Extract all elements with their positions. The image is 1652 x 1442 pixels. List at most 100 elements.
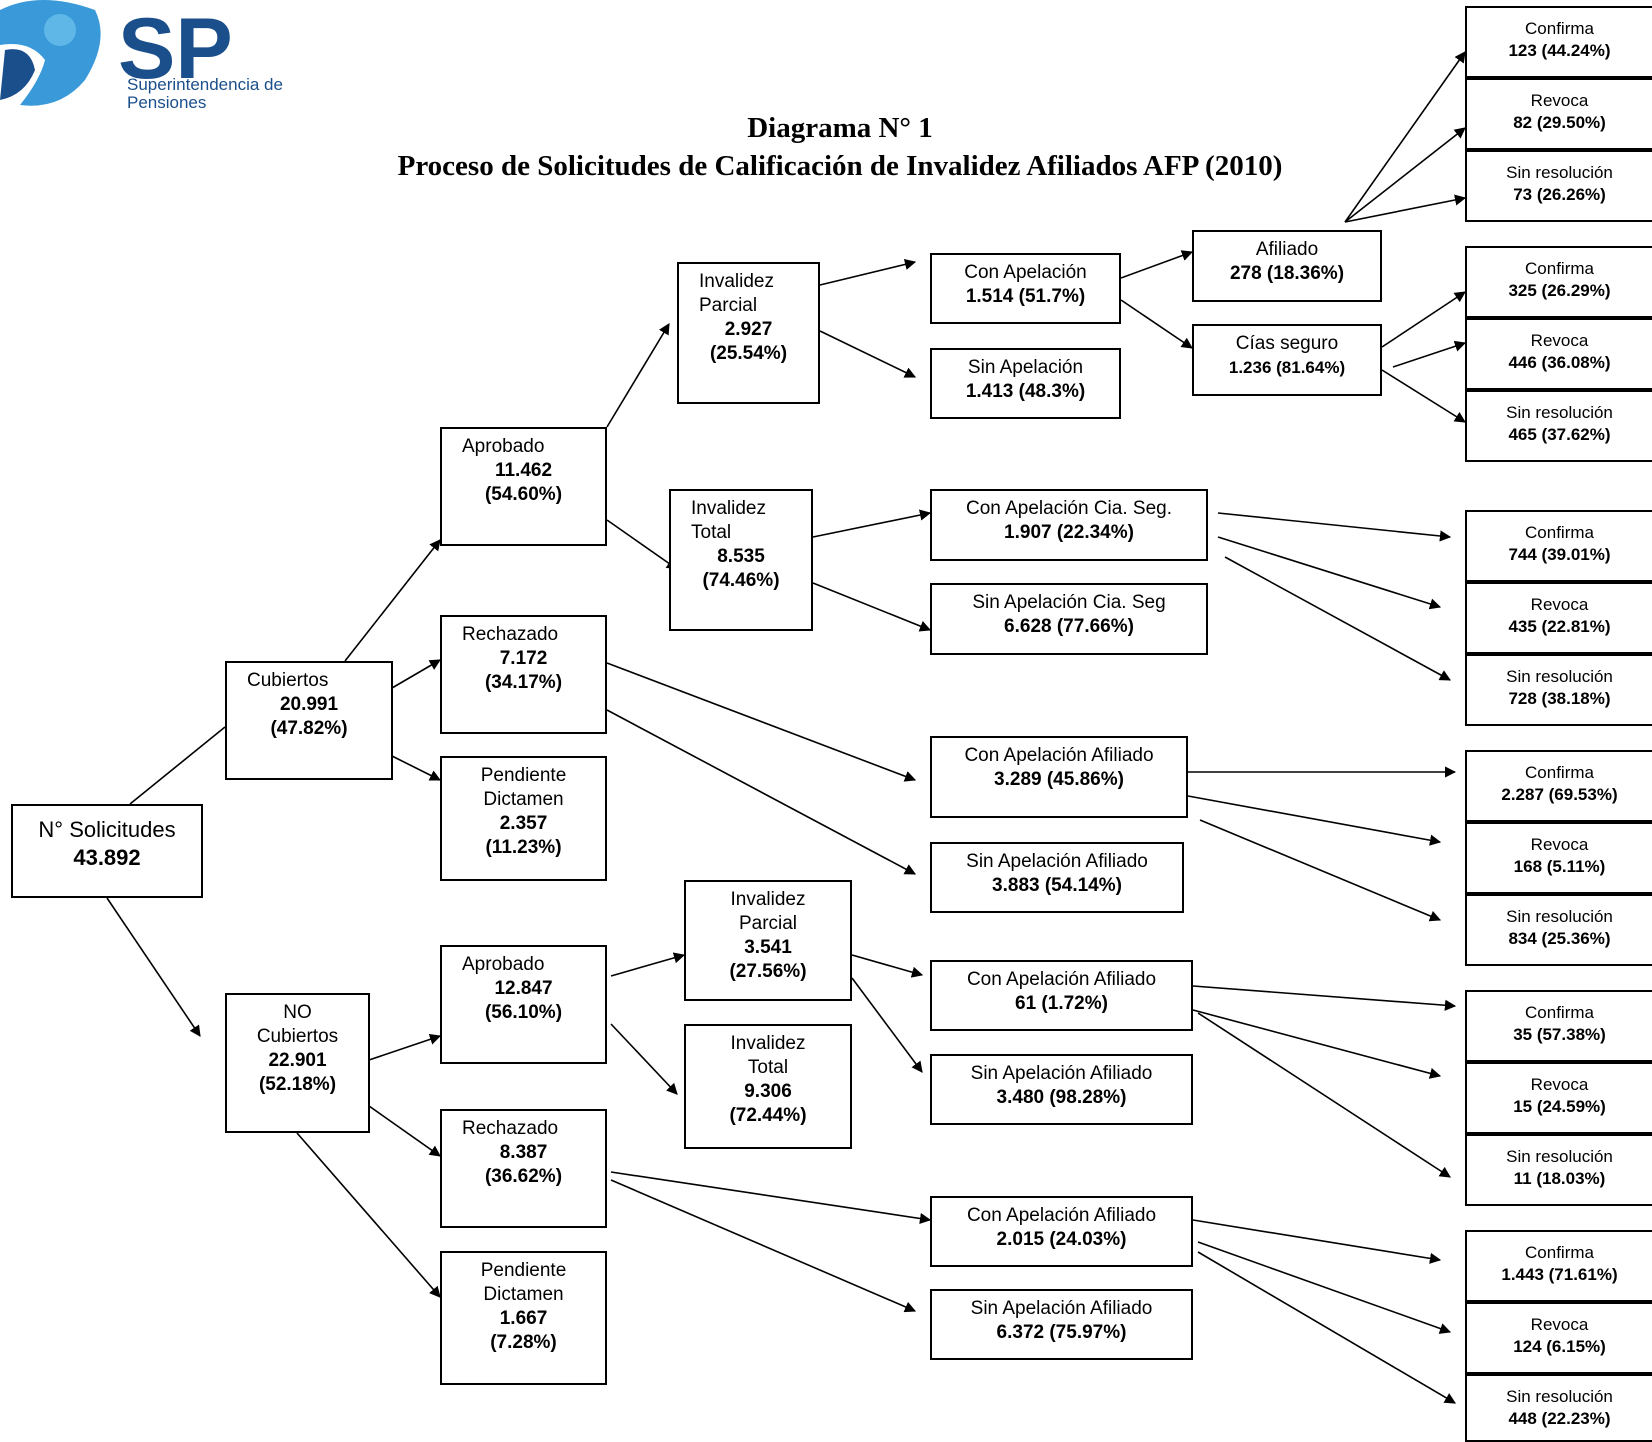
node-label: Total [691, 522, 732, 543]
leaf-value: 446 (36.08%) [1508, 353, 1611, 372]
node-nocub-pendiente: Pendiente Dictamen 1.667 (7.28%) [440, 1251, 607, 1385]
connector-arrow [851, 954, 924, 978]
node-value: 9.306 [744, 1081, 792, 1102]
node-it-con-apelacion-cia: Con Apelación Cia. Seg. 1.907 (22.34%) [930, 489, 1208, 561]
node-cr-con-apelacion: Con Apelación Afiliado 3.289 (45.86%) [930, 736, 1188, 818]
leaf-value: 728 (38.18%) [1508, 689, 1611, 708]
node-value: 7.172 [499, 648, 548, 669]
node-value: 2.357 [499, 813, 548, 834]
leaf-value: 325 (26.29%) [1508, 281, 1611, 300]
leaf-value: 2.287 (69.53%) [1501, 785, 1618, 804]
leaf-label: Revoca [1530, 1075, 1589, 1094]
leaf-value: 35 (57.38%) [1513, 1025, 1606, 1044]
leaf-label: Revoca [1530, 835, 1589, 854]
node-pct: (7.28%) [490, 1332, 557, 1353]
leaf-value: 124 (6.15%) [1513, 1337, 1606, 1356]
node-ip-con-apelacion: Con Apelación 1.514 (51.7%) [930, 253, 1121, 324]
node-pct: (27.56%) [729, 961, 807, 982]
node-cias-seguro: Cías seguro 1.236 (81.64%) [1192, 324, 1382, 396]
node-value: 3.289 (45.86%) [994, 769, 1124, 790]
connector-arrow [851, 977, 923, 1073]
logo-line2: Pensiones [127, 93, 207, 112]
node-value: 2.927 [724, 319, 773, 340]
connector-arrow [368, 1105, 441, 1157]
leaf-label: Confirma [1525, 1003, 1594, 1022]
leaf-confirma: Confirma 744 (39.01%) [1465, 510, 1652, 582]
connector-arrow [106, 897, 201, 1037]
leaf-revoca: Revoca 15 (24.59%) [1465, 1062, 1652, 1134]
node-label: Total [747, 1057, 789, 1078]
node-value: 6.372 (75.97%) [996, 1322, 1127, 1343]
node-nocub-aprobado: Aprobado 12.847 (56.10%) [440, 945, 607, 1064]
node-label: Cubiertos [247, 670, 329, 691]
leaf-confirma: Confirma 123 (44.24%) [1465, 6, 1652, 78]
node-pct: (52.18%) [258, 1074, 337, 1095]
connector-arrow [1344, 51, 1466, 223]
node-cub-invalidez-parcial: Invalidez Parcial 2.927 (25.54%) [677, 262, 820, 404]
leaf-label: Confirma [1525, 523, 1594, 542]
connector-arrow [1120, 299, 1193, 349]
connector-arrow [1199, 819, 1442, 922]
connector-arrow [610, 1023, 678, 1095]
leaf-value: 1.443 (71.61%) [1501, 1265, 1618, 1284]
leaf-label: Revoca [1530, 331, 1589, 350]
node-cr-sin-apelacion: Sin Apelación Afiliado 3.883 (54.14%) [930, 842, 1184, 913]
node-label: Con Apelación Cia. Seg. [966, 498, 1172, 519]
leaf-sin-resolucion: Sin resolución 11 (18.03%) [1465, 1134, 1652, 1206]
node-solicitudes: N° Solicitudes 43.892 [11, 804, 203, 898]
node-label: Sin Apelación [967, 357, 1084, 378]
connector-arrow [812, 582, 932, 632]
leaf-confirma: Confirma 325 (26.29%) [1465, 246, 1652, 318]
node-pct: (56.10%) [484, 1002, 563, 1023]
node-cub-rechazado: Rechazado 7.172 (34.17%) [440, 615, 607, 734]
leaf-label: Revoca [1530, 1315, 1589, 1334]
leaf-label: Revoca [1530, 91, 1589, 110]
node-label: Parcial [699, 295, 758, 316]
node-value: 1.236 (81.64%) [1228, 358, 1346, 377]
connector-arrow [606, 519, 678, 570]
node-pct: (54.60%) [484, 484, 563, 505]
connector-arrow [368, 1033, 442, 1061]
node-label: Con Apelación Afiliado [964, 745, 1154, 766]
connector-arrow [1381, 369, 1466, 423]
connector-arrow [606, 662, 917, 782]
node-cub-pendiente: Pendiente Dictamen 2.357 (11.23%) [440, 756, 607, 881]
leaf-label: Sin resolución [1506, 1147, 1613, 1166]
node-label: NO [283, 1002, 312, 1023]
connector-arrow [1187, 795, 1442, 846]
node-nip-con-apelacion: Con Apelación Afiliado 61 (1.72%) [930, 960, 1193, 1031]
leaf-value: 435 (22.81%) [1508, 617, 1611, 636]
leaf-label: Confirma [1525, 1243, 1594, 1262]
leaf-value: 448 (22.23%) [1508, 1409, 1611, 1428]
svg-text:SP: SP [118, 1, 233, 97]
node-label: Pendiente [480, 1260, 567, 1281]
leaf-label: Sin resolución [1506, 1387, 1613, 1406]
node-cub-invalidez-total: Invalidez Total 8.535 (74.46%) [669, 489, 813, 631]
node-nr-sin-apelacion: Sin Apelación Afiliado 6.372 (75.97%) [930, 1289, 1193, 1360]
leaf-confirma: Confirma 35 (57.38%) [1465, 990, 1652, 1062]
connector-arrow [1344, 194, 1467, 223]
leaf-label: Confirma [1525, 259, 1594, 278]
node-value: 1.907 (22.34%) [1004, 522, 1134, 543]
leaf-confirma: Confirma 1.443 (71.61%) [1465, 1230, 1652, 1302]
leaf-value: 123 (44.24%) [1508, 41, 1611, 60]
connector-arrow [606, 709, 916, 875]
hands-logo-icon: SP [0, 0, 233, 106]
node-value: 43.892 [73, 845, 141, 870]
leaf-sin-resolucion: Sin resolución 728 (38.18%) [1465, 654, 1652, 726]
node-label: N° Solicitudes [38, 817, 176, 842]
leaf-label: Confirma [1525, 763, 1594, 782]
node-pct: (25.54%) [709, 343, 788, 364]
node-cub-aprobado: Aprobado 11.462 (54.60%) [440, 427, 607, 546]
node-pct: (72.44%) [729, 1105, 807, 1126]
node-label: Dictamen [483, 789, 564, 810]
connector-arrow [391, 659, 441, 689]
leaf-label: Sin resolución [1506, 403, 1613, 422]
diagram-subtitle: Proceso de Solicitudes de Calificación d… [397, 150, 1283, 182]
node-value: 8.387 [499, 1142, 548, 1163]
node-label: Rechazado [462, 624, 559, 645]
node-nocub-rechazado: Rechazado 8.387 (36.62%) [440, 1109, 607, 1228]
node-value: 3.480 (98.28%) [996, 1087, 1127, 1108]
leaf-label: Sin resolución [1506, 667, 1613, 686]
connector-arrow [1192, 1009, 1442, 1079]
